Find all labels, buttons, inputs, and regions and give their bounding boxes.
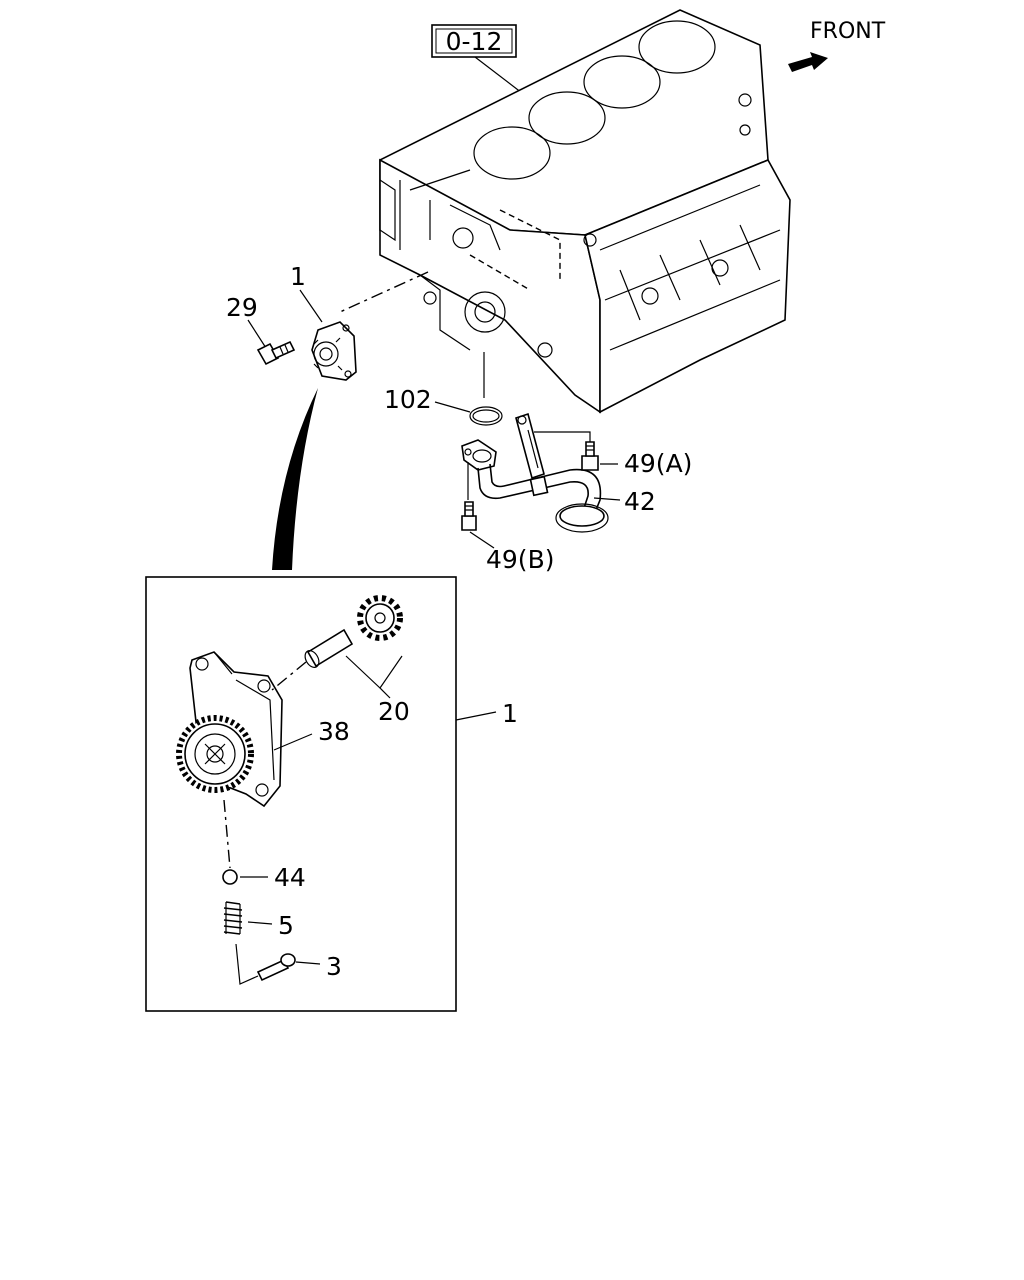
bolt-49b <box>461 501 477 531</box>
spring-5 <box>223 901 243 935</box>
callout-1-detail[interactable]: 1 <box>502 699 518 728</box>
callout-20[interactable]: 20 <box>378 697 410 726</box>
rotor-shaft-20 <box>271 628 354 691</box>
bolt-29 <box>256 340 296 366</box>
callout-5[interactable]: 5 <box>278 911 294 940</box>
front-label: FRONT <box>810 19 886 44</box>
callout-42[interactable]: 42 <box>624 487 656 516</box>
callout-38[interactable]: 38 <box>318 717 350 746</box>
oil-strainer-pipe-42 <box>461 412 609 533</box>
small-gear <box>357 595 403 641</box>
mount-centerline <box>339 271 429 313</box>
callout-49b[interactable]: 49(B) <box>486 545 554 574</box>
o-ring-102 <box>469 406 503 426</box>
callout-102[interactable]: 102 <box>384 385 432 414</box>
front-arrow-icon <box>788 52 828 72</box>
plug-3 <box>256 953 296 982</box>
callout-3[interactable]: 3 <box>326 952 342 981</box>
reference-label: 0-12 <box>446 27 503 56</box>
drive-gear <box>176 715 254 793</box>
reference-leader <box>474 56 523 94</box>
oil-pump-small <box>311 321 357 381</box>
detail-pointer <box>272 388 318 570</box>
reference-box[interactable]: 0-12 <box>431 24 517 58</box>
bolt-49a <box>581 441 599 471</box>
detail-box <box>145 576 457 1012</box>
engine-block <box>379 9 791 414</box>
callout-44[interactable]: 44 <box>274 863 306 892</box>
callout-49a[interactable]: 49(A) <box>624 449 692 478</box>
callout-1-top[interactable]: 1 <box>290 262 306 291</box>
callout-29[interactable]: 29 <box>226 293 258 322</box>
ball-44 <box>222 869 238 885</box>
